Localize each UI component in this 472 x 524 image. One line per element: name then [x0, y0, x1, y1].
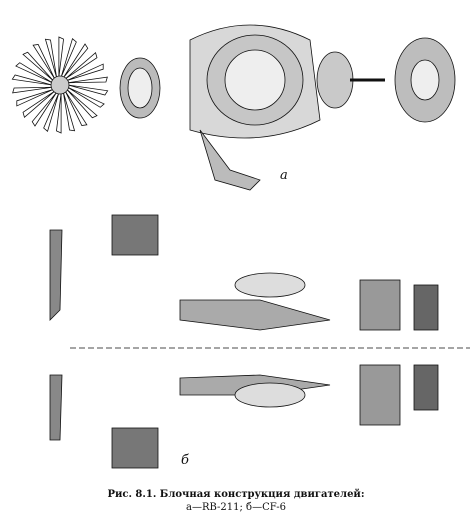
fan-blade	[43, 92, 60, 133]
fan-blade	[67, 86, 105, 108]
view-a-label: а	[280, 168, 288, 183]
fan-blade	[67, 76, 108, 84]
lp-turbine-upper	[413, 284, 439, 331]
fan-blade	[66, 63, 104, 82]
fan-blade	[60, 37, 77, 78]
fan-blade	[44, 38, 58, 78]
fan-case-upper	[111, 214, 159, 256]
fan-blade	[31, 92, 58, 127]
fan-blade	[67, 84, 109, 96]
combustor-upper	[234, 272, 306, 298]
fan-blade	[32, 44, 56, 80]
hp-compressor-upper	[179, 299, 331, 331]
turbine-lower	[359, 364, 401, 426]
gearbox	[199, 129, 261, 191]
fan-blade	[64, 52, 98, 80]
fan-disk	[11, 36, 109, 134]
view-b-label: б	[181, 453, 189, 468]
caption-subtitle: а—RB-211; б—CF-6	[186, 502, 286, 513]
combustor-module	[316, 51, 354, 109]
turbine-upper	[359, 279, 401, 331]
fan-blade	[62, 92, 76, 132]
fan-blade	[11, 74, 53, 86]
fan-blade-lower	[49, 374, 63, 441]
fan-blade	[12, 86, 53, 94]
fan-blade	[64, 90, 88, 126]
fan-blade	[56, 92, 62, 134]
fan-blade	[15, 62, 53, 84]
fan-blade	[16, 88, 54, 107]
fan-blade	[62, 43, 89, 78]
combustor-lower	[234, 382, 306, 408]
fan-blade	[58, 36, 64, 78]
fan-case-lower	[111, 427, 159, 469]
fan-blade	[22, 51, 54, 81]
fan-hub	[50, 75, 70, 95]
figure-caption: Рис. 8.1. Блочная конструкция двигателей…	[0, 488, 472, 514]
caption-title: Рис. 8.1. Блочная конструкция двигателей…	[107, 489, 365, 500]
fan-blade-upper	[49, 229, 63, 321]
fan-blade	[66, 89, 98, 119]
lp-turbine-lower	[413, 364, 439, 411]
fan-blade	[22, 90, 56, 118]
